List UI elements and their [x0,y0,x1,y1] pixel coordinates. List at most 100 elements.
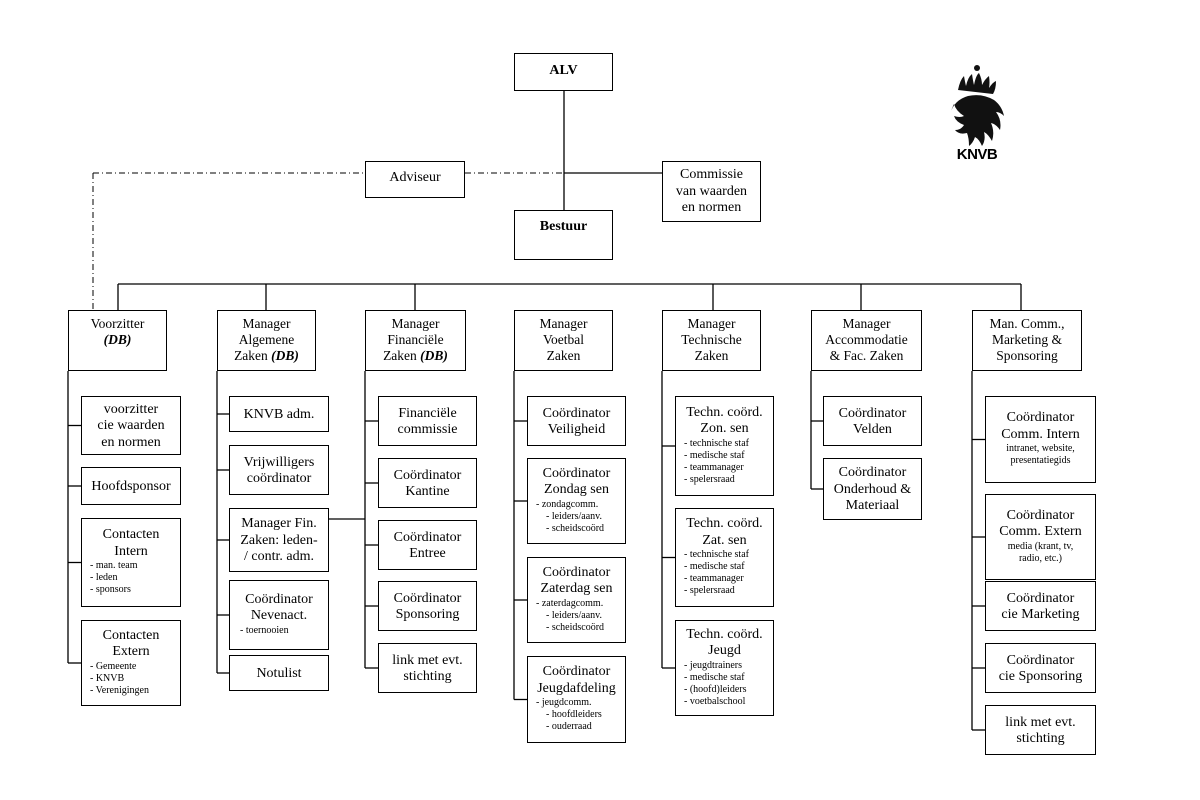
child-title-line: Zat. sen [702,532,747,548]
child-box: Techn. coörd.Zon. sen- technische staf- … [675,396,774,496]
child-title-line: Coördinator [1006,410,1075,425]
child-item: - (hoofd)leiders [684,683,747,695]
db-tag: (DB) [420,348,448,363]
manager-title-text: Marketing & [991,332,1063,347]
child-title-line: Zon. sen [700,421,749,436]
manager-title-text: Manager [391,316,440,331]
manager-title-text: Voorzitter [90,316,145,331]
child-box: Techn. coörd.Jeugd- jeugdtrainers- medis… [675,620,774,716]
child-item: - leden [90,572,118,583]
child-item: - Verenigingen [90,684,149,696]
manager-title-text: Sponsoring [996,348,1058,363]
child-item: - ouderraad [546,721,592,732]
child-item: - jeugdtrainers [684,659,743,671]
manager-title-text: Zaken [546,348,581,363]
manager-title-line: Zaken (DB) [218,348,315,364]
child-title-line: Sponsoring [395,607,460,622]
manager-title-line: Manager [218,316,315,332]
child-title-line: Hoofdsponsor [91,478,171,494]
manager-title-line: Manager [663,316,760,332]
manager-title-text: Zaken [694,348,729,363]
manager-title-text: Zaken [383,348,417,363]
child-item: - leiders/aanv. [546,609,602,621]
child-title-line: Jeugd [708,643,741,658]
child-item: presentatiegids [1010,455,1071,466]
child-box: Manager Fin.Zaken: leden-/ contr. adm. [229,508,329,572]
db-tag: (DB) [271,348,299,363]
child-title-line: Comm. Intern [1001,426,1080,442]
lion-crown-logo-icon [950,65,1004,146]
child-item: - KNVB [90,672,125,684]
child-title-line: Coördinator [1006,507,1075,523]
child-title-line: Coördinator [542,405,611,421]
child-item: - leiders/aanv. [546,510,602,522]
manager-title-line: Sponsoring [973,348,1081,364]
child-title-line: Intern [114,543,148,559]
manager-title-text: Voetbal [543,332,584,347]
alv-box-label: ALV [549,63,578,78]
child-box: Hoofdsponsor [81,467,181,505]
child-title-line: Financiële [398,405,457,421]
manager-title-line: Manager [366,316,465,332]
manager-title-text: Accommodatie [825,332,908,347]
bestuur-box-label: Bestuur [539,219,588,234]
child-item: radio, etc.) [1018,552,1063,564]
box-title-line: van waarden [675,183,748,199]
manager-title-line: Zaken [515,348,612,364]
child-title-line: Kantine [405,484,450,499]
child-title-line: Velden [853,422,892,437]
child-title-line: Veiligheid [547,422,606,437]
manager-title-line: Marketing & [973,332,1081,348]
manager-title-line: Financiële [366,332,465,348]
child-item: - teammanager [684,573,744,584]
manager-title-line: Man. Comm., [973,316,1081,332]
child-title-line: Coördinator [542,564,611,580]
manager-title-text: Technische [681,332,742,347]
child-title-line: Materiaal [845,498,900,514]
manager-box: Man. Comm.,Marketing &Sponsoring [972,310,1082,371]
alv-box: ALV [514,53,613,91]
child-title-line: Vrijwilligers [243,454,315,470]
child-item: - sponsors [90,584,131,595]
child-title-line: Entree [409,546,446,561]
child-item: - teammanager [684,461,744,473]
manager-title-line: Algemene [218,332,315,348]
child-box: KNVB adm. [229,396,329,432]
child-item: - spelersraad [684,585,735,596]
adviseur-box: Adviseur [365,161,465,198]
child-title-line: Nevenact. [250,608,308,623]
child-item: - voetbalschool [684,695,746,707]
child-title-line: Techn. coörd. [686,626,763,642]
child-item: - toernooien [240,624,289,636]
manager-title-line: Zaken (DB) [366,348,465,364]
manager-title-text: Manager [242,316,291,331]
child-title-line: Techn. coörd. [686,404,763,420]
child-title-line: Zondag sen [544,482,609,497]
manager-title-text: Financiële [387,332,444,347]
child-title-line: Extern [112,644,150,659]
child-item: intranet, website, [1006,443,1075,454]
manager-title-text: Algemene [238,332,295,347]
child-item: - zondagcomm. [536,498,599,510]
child-box: Techn. coörd.Zat. sen- technische staf- … [675,508,774,607]
manager-title-text: Zaken [234,348,268,363]
manager-title-line: Manager [515,316,612,332]
child-box: Notulist [229,655,329,691]
child-title-line: Coördinator [838,405,907,421]
child-title-line: Coördinator [393,467,462,483]
